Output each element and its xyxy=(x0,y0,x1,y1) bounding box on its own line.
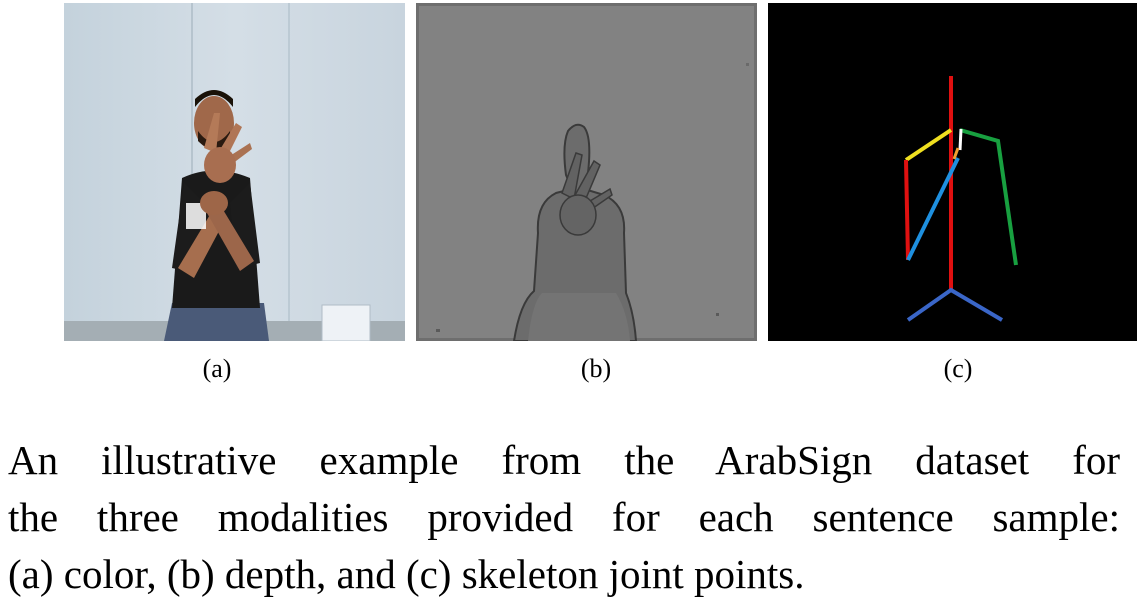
skeleton-image xyxy=(768,3,1137,341)
skeleton-panel xyxy=(768,3,1137,341)
subfigure-label-c: (c) xyxy=(943,354,973,383)
caption-line-2: the three modalities provided for each s… xyxy=(8,494,1120,540)
color-image xyxy=(64,3,405,341)
skeleton-right-forearm xyxy=(904,159,910,261)
subfigure-label-a: (a) xyxy=(202,354,232,383)
subfigure-label-b: (b) xyxy=(580,354,612,383)
skeleton-hand-tip xyxy=(958,128,963,151)
skeleton-legs xyxy=(906,287,1004,322)
depth-image-panel xyxy=(416,3,757,341)
caption-line-3: (a) color, (b) depth, and (c) skeleton j… xyxy=(8,551,805,597)
skeleton-left-arm xyxy=(959,128,1018,266)
color-image-panel xyxy=(64,3,405,341)
skeleton-cross-arm xyxy=(906,157,960,261)
caption-line-1: An illustrative example from the ArabSig… xyxy=(8,437,1120,483)
skeleton-right-upper-arm xyxy=(904,128,953,162)
figure-caption: An illustrative example from the ArabSig… xyxy=(8,432,1120,603)
depth-image xyxy=(416,3,757,341)
skeleton-wrist xyxy=(952,147,960,160)
